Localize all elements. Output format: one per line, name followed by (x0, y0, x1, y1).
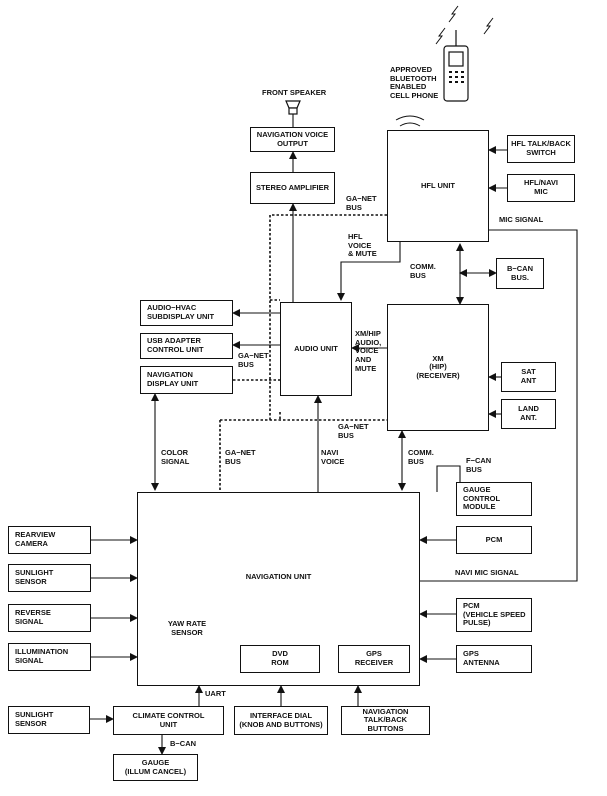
usb-adapter-control-box: USB ADAPTER CONTROL UNIT (140, 333, 233, 359)
b-can-bus-box: B−CAN BUS. (496, 258, 544, 289)
phone-label: APPROVED BLUETOOTH ENABLED CELL PHONE (390, 65, 439, 100)
climate-control-unit-box: CLIMATE CONTROL UNIT (113, 706, 224, 735)
navigation-unit-title: NAVIGATION UNIT (245, 572, 312, 581)
gps-antenna-box: GPS ANTENNA (456, 645, 532, 673)
dvd-rom-box: DVD ROM (240, 645, 320, 673)
b-can-label: B−CAN (170, 739, 197, 748)
signal-lightning-icon (435, 5, 494, 45)
xm-receiver-box: XM (HIP) (RECEIVER) (387, 304, 489, 431)
rearview-camera-box: REARVIEW CAMERA (8, 526, 91, 554)
cell-phone-icon (443, 30, 469, 102)
hfl-voice-mute-label: HFL VOICE & MUTE (348, 232, 377, 259)
ga-net-bus-left-label: GA−NET BUS (238, 351, 269, 369)
navigation-talk-back-buttons-box: NAVIGATION TALK/BACK BUTTONS (341, 706, 430, 735)
sunlight-sensor-box: SUNLIGHT SENSOR (8, 564, 91, 592)
front-speaker-label: FRONT SPEAKER (262, 88, 327, 97)
yaw-rate-sensor-label: YAW RATE SENSOR (167, 619, 207, 637)
navigation-voice-output-box: NAVIGATION VOICE OUTPUT (250, 127, 335, 152)
hfl-unit-box: HFL UNIT (387, 130, 489, 242)
mic-signal-loop-line (409, 229, 578, 585)
gauge-illum-cancel-box: GAUGE (ILLUM CANCEL) (113, 754, 198, 781)
color-signal-label: COLOR SIGNAL (161, 448, 190, 466)
comm-bus-lower-label: COMM. BUS (408, 448, 434, 466)
gauge-control-module-box: GAUGE CONTROL MODULE (456, 482, 532, 516)
hfl-voice-mute-line (337, 242, 401, 301)
mic-signal-label: MIC SIGNAL (499, 215, 544, 224)
sunlight-sensor-2-box: SUNLIGHT SENSOR (8, 706, 90, 734)
uart-label: UART (205, 689, 226, 698)
ga-net-bus-mid-label: GA−NET BUS (338, 422, 369, 440)
land-ant-box: LAND ANT. (501, 399, 556, 429)
ga-net-bus-lower-label: GA−NET BUS (225, 448, 256, 466)
f-can-bus-label: F−CAN BUS (466, 456, 492, 474)
ga-net-bus-top-label: GA−NET BUS (346, 194, 377, 212)
stereo-amplifier-box: STEREO AMPLIFIER (250, 172, 335, 204)
comm-bus-upper-label: COMM. BUS (410, 262, 436, 280)
pcm-box: PCM (456, 526, 532, 554)
bluetooth-wave-icon (395, 115, 425, 127)
xm-hip-audio-label: XM/HIP AUDIO, VOICE AND MUTE (355, 329, 382, 373)
pcm-vehicle-speed-box: PCM (VEHICLE SPEED PULSE) (456, 598, 532, 632)
illumination-signal-box: ILLUMINATION SIGNAL (8, 643, 91, 671)
audio-unit-box: AUDIO UNIT (280, 302, 352, 396)
hfl-talk-back-switch-box: HFL TALK/BACK SWITCH (507, 135, 575, 163)
sat-ant-box: SAT ANT (501, 362, 556, 392)
speaker-icon (285, 100, 301, 115)
navi-voice-label: NAVI VOICE (321, 448, 345, 466)
reverse-signal-box: REVERSE SIGNAL (8, 604, 91, 632)
fcan-bus-line (436, 465, 461, 492)
ga-net-bus-top-line (269, 214, 387, 420)
audio-hvac-subdisplay-box: AUDIO−HVAC SUBDISPLAY UNIT (140, 300, 233, 326)
interface-dial-box: INTERFACE DIAL (KNOB AND BUTTONS) (234, 706, 328, 735)
navi-mic-signal-label: NAVI MIC SIGNAL (455, 568, 519, 577)
gps-receiver-box: GPS RECEIVER (338, 645, 410, 673)
hfl-navi-mic-box: HFL/NAVI MIC (507, 174, 575, 202)
navigation-display-unit-box: NAVIGATION DISPLAY UNIT (140, 366, 233, 394)
